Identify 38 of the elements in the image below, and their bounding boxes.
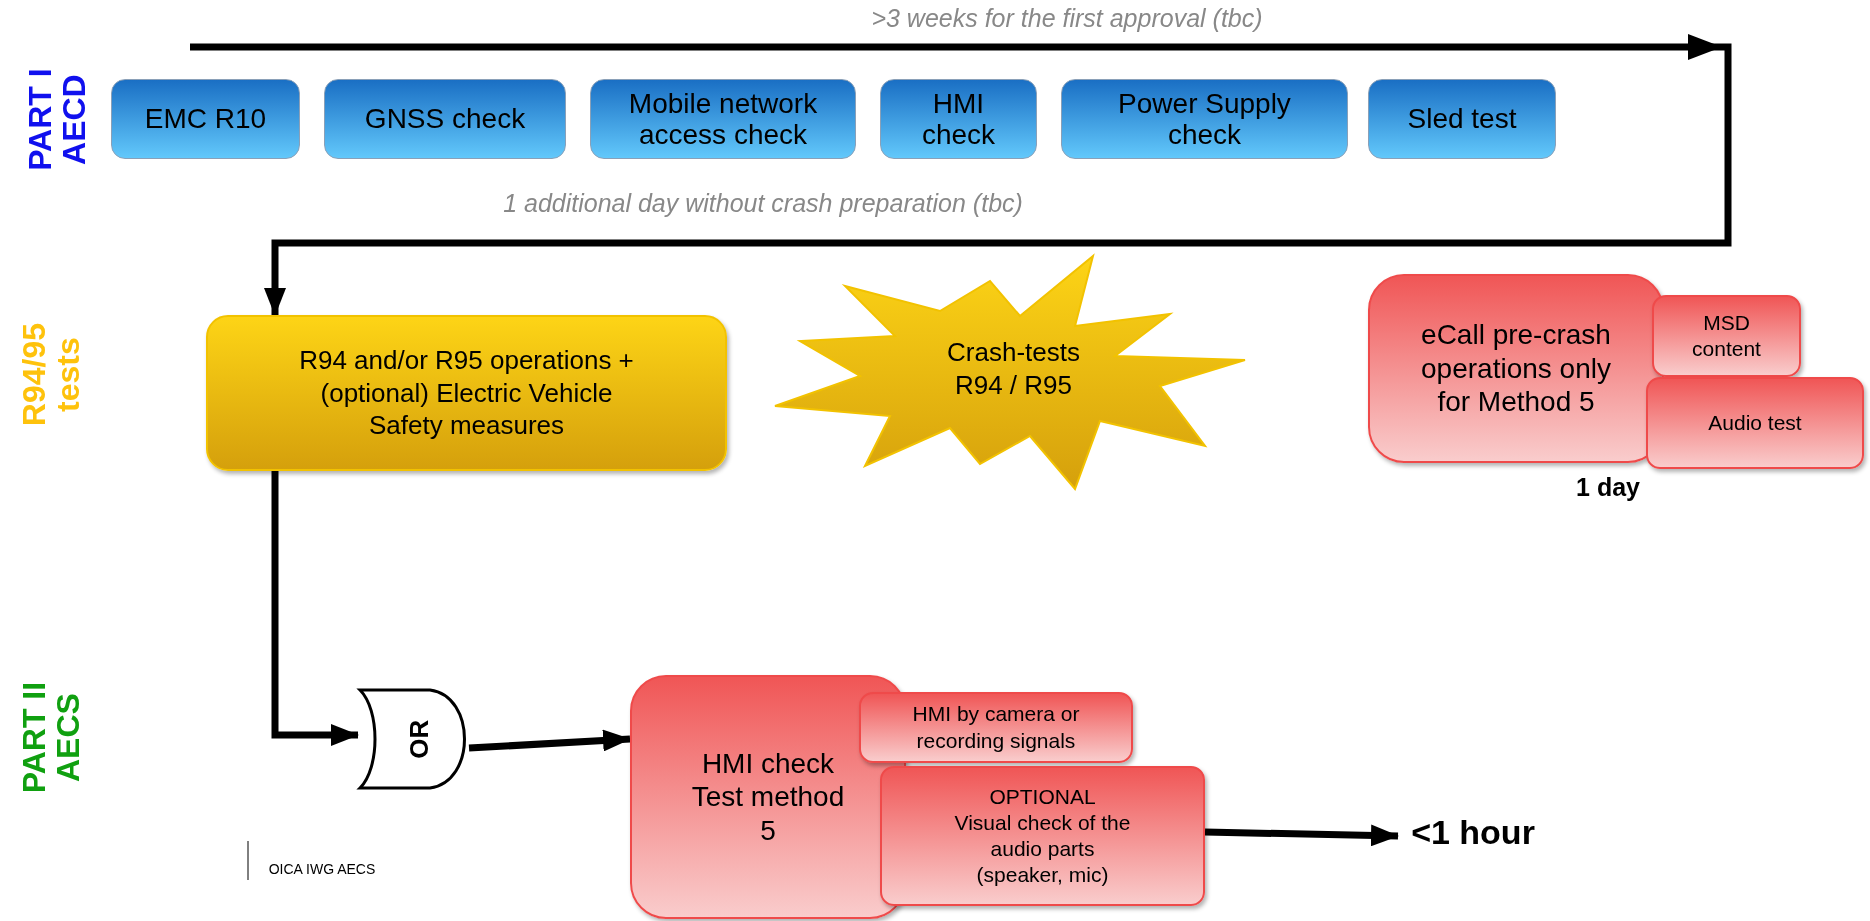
box-label: MSD content xyxy=(1691,309,1762,362)
box-label: Power Supply check xyxy=(1117,87,1292,151)
box-label: EMC R10 xyxy=(144,103,267,135)
process-box xyxy=(111,79,300,159)
footer-text: OICA IWG AECS xyxy=(268,861,376,877)
duration-note: 1 additional day without crash preparation (tbc) xyxy=(503,188,1023,218)
box-label: Crash-tests R94 / R95 xyxy=(946,336,1081,401)
process-box xyxy=(590,79,856,159)
duration-label: <1 hour xyxy=(1411,812,1535,852)
process-box xyxy=(630,675,906,919)
duration-label: 1 day xyxy=(1576,472,1640,502)
box-label: eCall pre-crash operations only for Method 5 xyxy=(1420,318,1612,419)
section-label: PART II AECS xyxy=(18,680,86,796)
process-box xyxy=(1368,79,1556,159)
process-box xyxy=(880,79,1037,159)
process-box xyxy=(206,315,727,471)
box-label: GNSS check xyxy=(364,103,526,135)
process-box xyxy=(324,79,566,159)
box-label: R94 and/or R95 operations + (optional) Electric Vehicle Safety measures xyxy=(298,344,635,442)
process-box xyxy=(1368,274,1664,463)
process-box xyxy=(880,766,1205,906)
box-label: OR xyxy=(403,719,436,759)
box-label: HMI check Test method 5 xyxy=(690,746,846,848)
section-label: PART I AECD xyxy=(24,67,92,173)
process-box xyxy=(1652,295,1801,377)
box-label: HMI by camera or recording signals xyxy=(911,701,1081,754)
process-box xyxy=(859,692,1133,763)
box-heading: OPTIONAL xyxy=(989,783,1096,810)
box-label: HMI check xyxy=(920,87,997,151)
box-label: Audio test xyxy=(1708,409,1802,436)
box-label: Sled test xyxy=(1407,103,1517,135)
duration-note: >3 weeks for the first approval (tbc) xyxy=(871,3,1263,33)
box-label: Visual check of the audio parts (speaker, mic) xyxy=(953,809,1132,889)
box-label: Mobile network access check xyxy=(627,87,819,151)
or-gate xyxy=(358,688,469,790)
process-box xyxy=(1061,79,1348,159)
process-box xyxy=(1646,377,1864,469)
section-label: R94/95 tests xyxy=(18,322,86,429)
